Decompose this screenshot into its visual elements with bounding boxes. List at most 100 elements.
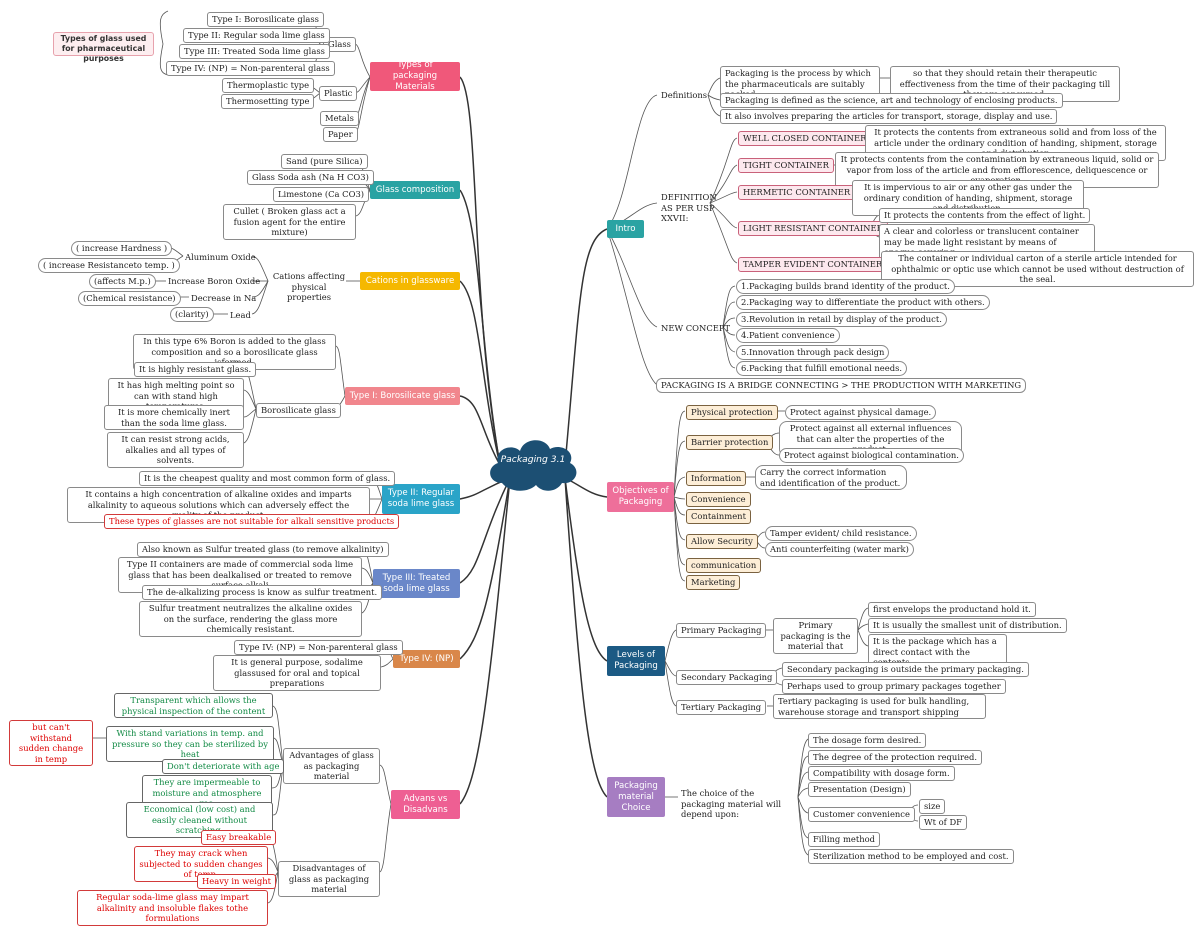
comp-limestone[interactable]: Limestone (Ca CO3)	[273, 187, 370, 202]
advans-title[interactable]: Advans vs Disadvans	[391, 790, 460, 819]
thermosetting-node[interactable]: Thermosetting type	[221, 94, 315, 109]
obj-information[interactable]: Information	[686, 471, 747, 486]
decrease-na[interactable]: Decrease in Na	[191, 293, 257, 303]
secondary-item-1[interactable]: Secondary packaging is outside the prima…	[782, 662, 1029, 677]
paper-node[interactable]: Paper	[323, 127, 358, 142]
usp-light-desc-1[interactable]: It protects the contents from the effect…	[879, 208, 1091, 223]
primary-item-2[interactable]: It is usually the smallest unit of distr…	[868, 618, 1067, 633]
tertiary-item[interactable]: Tertiary packaging is used for bulk hand…	[773, 694, 986, 720]
concept-item-5[interactable]: 5.Innovation through pack design	[736, 345, 890, 360]
obj-containment[interactable]: Containment	[686, 509, 751, 524]
aluminum-oxide[interactable]: Aluminum Oxide	[185, 252, 256, 262]
glass-type-1[interactable]: Type I: Borosilicate glass	[207, 12, 324, 27]
glass-type-3[interactable]: Type III: Treated Soda lime glass	[179, 44, 330, 59]
thermoplastic-node[interactable]: Thermoplastic type	[222, 78, 315, 93]
obj-security-desc-1[interactable]: Tamper evident/ child resistance.	[765, 526, 917, 541]
choice-item-1[interactable]: The dosage form desired.	[808, 733, 927, 748]
cations-title[interactable]: Cations in glassware	[360, 272, 460, 290]
dis-item-4[interactable]: Regular soda-lime glass may impart alkal…	[77, 890, 268, 926]
choice-item-6[interactable]: Filling method	[808, 832, 881, 847]
type3-item-4[interactable]: Sulfur treatment neutralizes the alkalin…	[139, 601, 362, 637]
adv-item-2[interactable]: With stand variations in temp. and press…	[106, 726, 274, 762]
metals-node[interactable]: Metals	[320, 111, 359, 126]
primary-item-1[interactable]: first envelops the productand hold it.	[868, 602, 1036, 617]
secondary-item-2[interactable]: Perhaps used to group primary packages t…	[782, 679, 1006, 694]
levels-title[interactable]: Levels of Packaging	[607, 646, 665, 676]
customer-wt[interactable]: Wt of DF	[919, 815, 967, 830]
adv-item-1[interactable]: Transparent which allows the physical in…	[114, 693, 273, 719]
usp-tamper-evident[interactable]: TAMPER EVIDENT CONTAINER:	[738, 257, 890, 272]
new-concept-node[interactable]: NEW CONCEPT	[661, 323, 731, 333]
primary-def[interactable]: Primary packaging is the material that	[773, 618, 858, 654]
glass-type-2[interactable]: Type II: Regular soda lime glass	[183, 28, 330, 43]
advantages-node[interactable]: Advantages of glass as packaging materia…	[283, 748, 380, 784]
types-title[interactable]: Types of packaging Materials	[370, 60, 460, 92]
usp-node[interactable]: DEFINITION AS PER USP XXVII:	[661, 192, 717, 224]
primary-packaging[interactable]: Primary Packaging	[676, 623, 767, 638]
boron-oxide[interactable]: Increase Boron Oxide	[168, 276, 261, 286]
intro-title[interactable]: Intro	[607, 220, 644, 238]
usp-hermetic[interactable]: HERMETIC CONTAINER	[738, 185, 856, 200]
type3-title[interactable]: Type III: Treated soda lime glass	[373, 569, 460, 598]
type4-item-1[interactable]: Type IV: (NP) = Non-parenteral glass	[234, 640, 403, 655]
obj-communication[interactable]: communication	[686, 558, 762, 573]
concept-item-3[interactable]: 3.Revolution in retail by display of the…	[736, 312, 947, 327]
usp-well-closed[interactable]: WELL CLOSED CONTAINER	[738, 131, 872, 146]
type2-title[interactable]: Type II: Regular soda lime glass	[382, 484, 460, 514]
usp-tight[interactable]: TIGHT CONTAINER	[738, 158, 834, 173]
choice-item-3[interactable]: Compatibility with dosage form.	[808, 766, 955, 781]
comp-soda-ash[interactable]: Glass Soda ash (Na H CO3)	[247, 170, 374, 185]
obj-barrier[interactable]: Barrier protection	[686, 435, 774, 450]
glass-type-4[interactable]: Type IV: (NP) = Non-parenteral glass	[166, 61, 335, 76]
type3-item-3[interactable]: The de-alkalizing process is know as sul…	[142, 585, 383, 600]
type3-item-1[interactable]: Also known as Sulfur treated glass (to r…	[137, 542, 389, 557]
type4-title[interactable]: Type IV: (NP)	[393, 650, 460, 668]
concept-item-4[interactable]: 4.Patient convenience	[736, 328, 840, 343]
obj-physical[interactable]: Physical protection	[686, 405, 778, 420]
objectives-title[interactable]: Objectives of Packaging	[607, 482, 674, 512]
obj-security[interactable]: Allow Security	[686, 534, 758, 549]
choice-item-2[interactable]: The degree of the protection required.	[808, 750, 982, 765]
borosilicate-node[interactable]: Borosilicate glass	[256, 403, 341, 418]
def-item-3[interactable]: It also involves preparing the articles …	[720, 109, 1058, 124]
concept-item-2[interactable]: 2.Packaging way to differentiate the pro…	[736, 295, 990, 310]
def-item-2[interactable]: Packaging is defined as the science, art…	[720, 93, 1063, 108]
type1-title[interactable]: Type I: Borosilicate glass	[345, 387, 460, 405]
lead-clarity[interactable]: (clarity)	[170, 307, 214, 322]
adv-item-3[interactable]: Don't deteriorate with age	[162, 759, 285, 774]
dis-item-3[interactable]: Heavy in weight	[197, 874, 277, 889]
comp-cullet[interactable]: Cullet ( Broken glass act a fusion agent…	[223, 204, 356, 240]
type1-item-4[interactable]: It can resist strong acids, alkalies and…	[107, 432, 244, 468]
choice-item-4[interactable]: Presentation (Design)	[808, 782, 911, 797]
comp-sand[interactable]: Sand (pure Silica)	[281, 154, 368, 169]
dis-item-1[interactable]: Easy breakable	[201, 830, 277, 845]
obj-barrier-desc-2[interactable]: Protect against biological contamination…	[779, 448, 964, 463]
obj-information-desc[interactable]: Carry the correct information and identi…	[755, 465, 907, 491]
definitions-node[interactable]: Definitions	[661, 90, 708, 100]
type4-item-2[interactable]: It is general purpose, sodalime glassuse…	[213, 655, 381, 691]
glass-composition-title[interactable]: Glass composition	[370, 181, 460, 199]
boron-mp[interactable]: (affects M.p.)	[89, 274, 156, 289]
obj-marketing[interactable]: Marketing	[686, 575, 741, 590]
concept-item-1[interactable]: 1.Packaging builds brand identity of the…	[736, 279, 955, 294]
lead-node[interactable]: Lead	[230, 310, 251, 320]
type1-item-1[interactable]: It is highly resistant glass.	[134, 362, 257, 377]
choice-item-5[interactable]: Customer convenience	[808, 807, 915, 822]
na-chem-resistance[interactable]: (Chemical resistance)	[78, 291, 181, 306]
cations-sub[interactable]: Cations affecting physical properties	[272, 271, 346, 303]
bridge-node[interactable]: PACKAGING IS A BRIDGE CONNECTING > THE P…	[656, 378, 1027, 393]
type2-warning[interactable]: These types of glasses are not suitable …	[104, 514, 400, 529]
choice-item-7[interactable]: Sterilization method to be employed and …	[808, 849, 1014, 864]
al-hardness[interactable]: ( increase Hardness )	[71, 241, 173, 256]
al-resistance[interactable]: ( increase Resistanceto temp. )	[38, 258, 180, 273]
type1-item-3[interactable]: It is more chemically inert than the sod…	[104, 405, 244, 431]
customer-size[interactable]: size	[919, 799, 946, 814]
disadvantages-node[interactable]: Disadvantages of glass as packaging mate…	[278, 861, 380, 897]
type2-item-1[interactable]: It is the cheapest quality and most comm…	[139, 471, 396, 486]
choice-title[interactable]: Packaging material Choice	[607, 777, 665, 817]
plastic-node[interactable]: Plastic	[319, 86, 358, 101]
choice-sub[interactable]: The choice of the packaging material wil…	[681, 788, 782, 820]
obj-physical-desc[interactable]: Protect against physical damage.	[785, 405, 937, 420]
tertiary-packaging[interactable]: Tertiary Packaging	[676, 700, 767, 715]
concept-item-6[interactable]: 6.Packing that fulfill emotional needs.	[736, 361, 908, 376]
